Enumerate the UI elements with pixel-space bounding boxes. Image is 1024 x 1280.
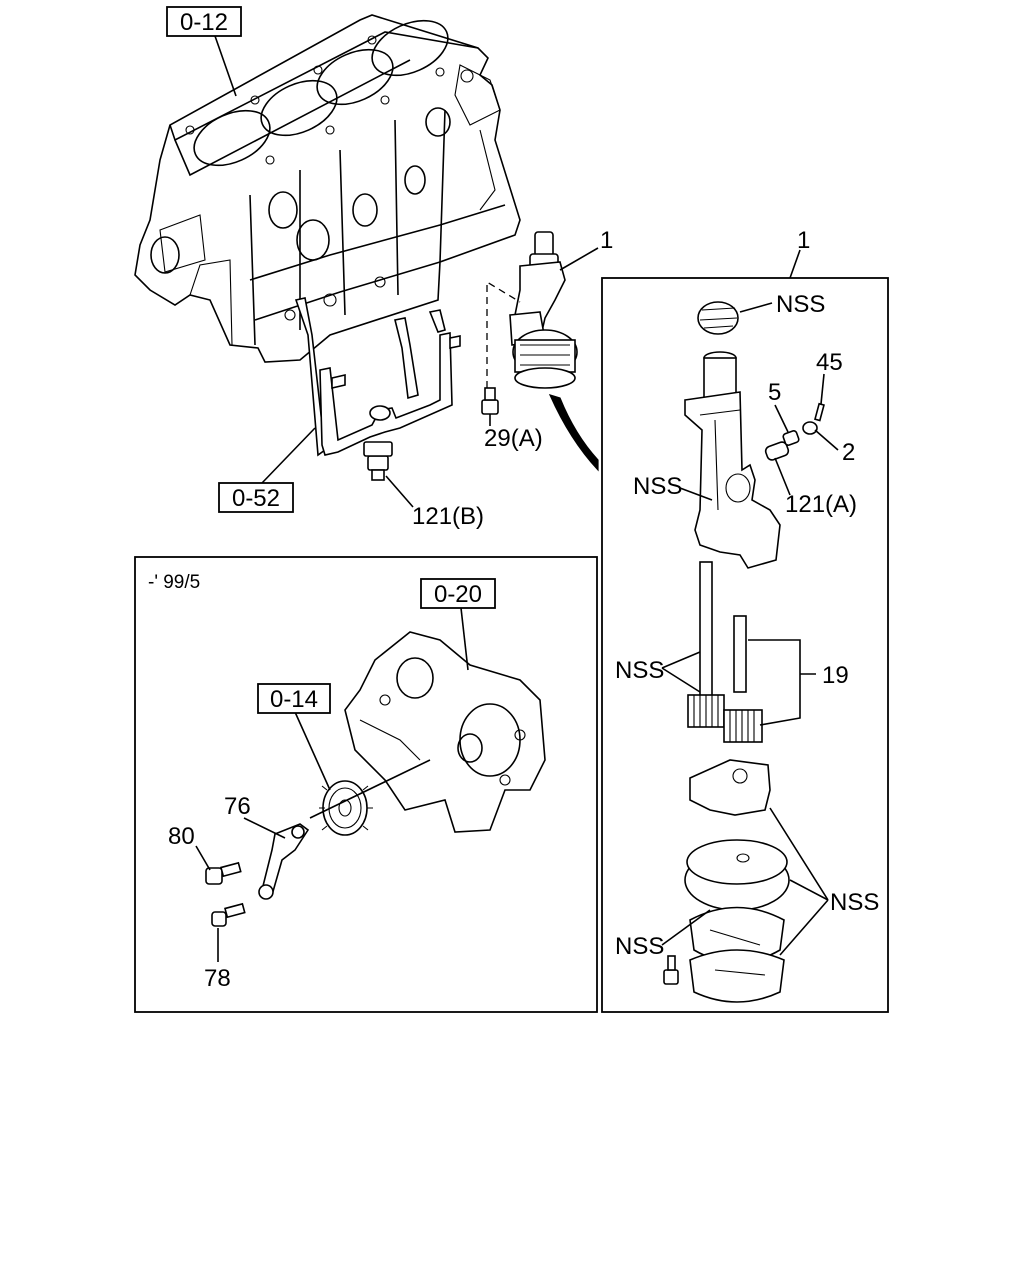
oil-tube — [294, 297, 461, 457]
ref-box-block[interactable]: 0-12 — [166, 6, 242, 37]
callout-spring-5: 5 — [768, 379, 781, 406]
inset-box — [134, 556, 598, 1013]
bolt-78 — [211, 902, 246, 927]
bolt-29a — [481, 387, 499, 415]
svg-text:0-20: 0-20 — [434, 581, 482, 608]
svg-text:0-12: 0-12 — [180, 9, 228, 36]
callout-shaft-nss: NSS — [615, 657, 664, 684]
pump-shafts — [687, 561, 763, 743]
callout-cover-nss: NSS — [830, 889, 879, 916]
strainer-screw — [663, 955, 679, 985]
svg-text:0-14: 0-14 — [270, 686, 318, 713]
callout-valve-121a: 121(A) — [785, 491, 857, 518]
inset-date-note: -' 99/5 — [148, 572, 200, 593]
cylinder-block — [134, 14, 521, 363]
ref-box-case[interactable]: 0-20 — [420, 578, 496, 609]
idler-bracket — [258, 823, 310, 900]
callout-plug-121b: 121(B) — [412, 503, 484, 530]
detail-pointer — [548, 394, 599, 472]
svg-text:0-52: 0-52 — [232, 485, 280, 512]
callout-screw-nss: NSS — [615, 933, 664, 960]
oil-strainer — [684, 839, 790, 1003]
callout-body-nss: NSS — [633, 473, 682, 500]
timing-gear-case — [344, 631, 546, 833]
leader-lines — [195, 35, 839, 962]
ref-box-gear[interactable]: 0-14 — [257, 683, 331, 714]
callout-bolt-80: 80 — [168, 823, 195, 850]
callout-pin-45: 45 — [816, 349, 843, 376]
drive-gear — [697, 301, 739, 335]
callout-pump-detail: 1 — [797, 227, 810, 254]
idler-gear — [319, 780, 373, 836]
callout-idler-76: 76 — [224, 793, 251, 820]
callout-ring-2: 2 — [842, 439, 855, 466]
callout-shafts-19: 19 — [822, 662, 849, 689]
detail-box — [601, 277, 889, 1013]
oil-pump-assembly — [509, 231, 578, 389]
pump-body — [684, 351, 781, 569]
callout-drive-gear-nss: NSS — [776, 291, 825, 318]
callout-pump-main: 1 — [600, 227, 613, 254]
relief-valve-parts — [764, 402, 825, 461]
bolt-80 — [205, 861, 242, 885]
callout-bolt-29a: 29(A) — [484, 425, 543, 452]
plug-121b — [363, 441, 393, 481]
gear-axis-line — [309, 759, 431, 819]
pump-cover — [689, 759, 771, 816]
ref-box-tube[interactable]: 0-52 — [218, 482, 294, 513]
callout-bolt-78: 78 — [204, 965, 231, 992]
